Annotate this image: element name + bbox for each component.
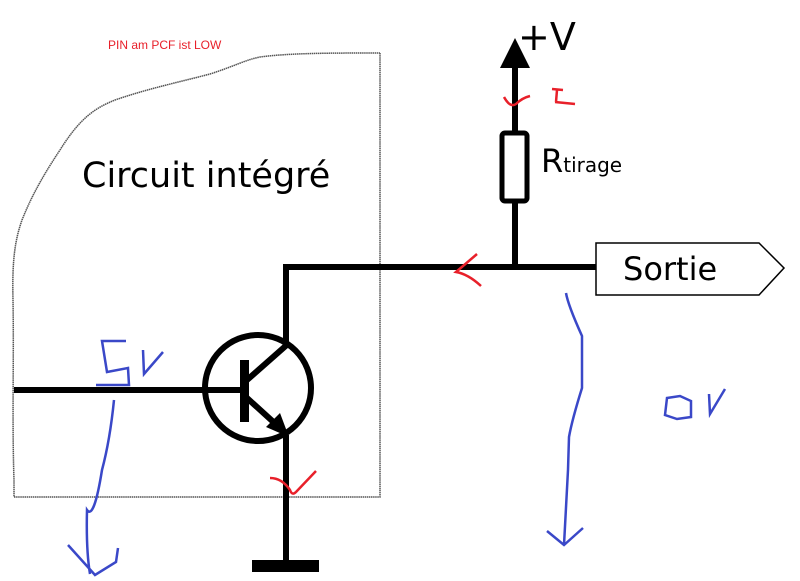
ic-boundary [12, 52, 381, 498]
output-tag [595, 242, 786, 296]
base-voltage-5-glyph [96, 339, 131, 387]
supply-arrow-icon [500, 38, 530, 68]
output-voltage-v-glyph [707, 388, 727, 419]
ic-label: Circuit intégré [82, 156, 330, 196]
output-voltage-0-glyph [663, 394, 693, 421]
current-arrow-down-icon [502, 94, 531, 107]
resistor-label: Rtirage [541, 142, 622, 180]
output-label: Sortie [623, 250, 717, 288]
npn-transistor-icon [202, 332, 314, 444]
current-arrow-left-icon [453, 253, 482, 287]
current-i-icon [551, 87, 576, 106]
output-current-arrow-icon [546, 292, 584, 547]
ground-icon [252, 560, 319, 572]
pullup-resistor [499, 130, 530, 204]
title-annotation: PIN am PCF ist LOW [108, 38, 222, 52]
emitter-current-arrow-icon [269, 470, 317, 495]
supply-label: +V [518, 15, 576, 59]
base-current-arrow-icon [67, 399, 120, 577]
base-voltage-v-glyph [141, 349, 164, 378]
